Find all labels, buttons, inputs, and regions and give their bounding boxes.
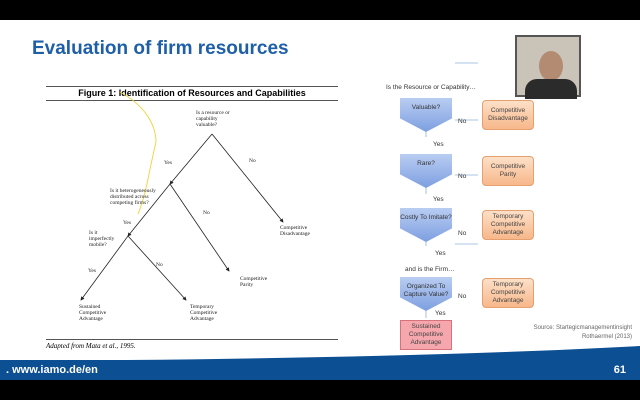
no-label: No xyxy=(203,210,210,216)
figure-caption: Adapted from Mata et al., 1995. xyxy=(46,342,136,350)
flow-mid-label: and is the Firm… xyxy=(405,266,455,273)
figure-title: Figure 1: Identification of Resources an… xyxy=(78,88,306,98)
webcam-video xyxy=(515,35,581,99)
no-label: No xyxy=(249,158,256,164)
no-label: No xyxy=(458,230,467,237)
outcome-disadvantage: Competitive Disadvantage xyxy=(280,225,310,237)
outcome-3: Temporary Competitive Advantage xyxy=(482,210,534,240)
outcome-2: Competitive Parity xyxy=(482,156,534,186)
question-3: Is it imperfectly mobile? xyxy=(89,230,115,248)
annotation-stroke xyxy=(119,91,157,215)
footer-url[interactable]: . www.iamo.de/en xyxy=(6,364,98,376)
footer-band xyxy=(0,360,640,380)
outcome-4: Temporary Competitive Advantage xyxy=(482,278,534,308)
question-1: Is a resource or capability valuable? xyxy=(196,110,230,128)
tree-lines xyxy=(80,91,284,301)
no-label: No xyxy=(156,262,163,268)
yes-label: Yes xyxy=(435,250,446,257)
yes-label: Yes xyxy=(435,310,446,317)
footer-wave xyxy=(0,346,640,362)
figure-decision-tree: Figure 1: Identification of Resources an… xyxy=(46,86,338,356)
no-label: No xyxy=(458,173,467,180)
yes-label: Yes xyxy=(164,160,173,166)
yes-label: Yes xyxy=(123,220,132,226)
yes-label: Yes xyxy=(88,268,97,274)
yes-label: Yes xyxy=(433,141,444,148)
outcome-sustained: Sustained Competitive Advantage xyxy=(400,320,452,350)
slide: Evaluation of firm resources Figure 1: I… xyxy=(0,20,640,380)
page-number: 61 xyxy=(613,364,626,376)
no-label: No xyxy=(458,118,467,125)
no-label: No xyxy=(458,293,467,300)
outcome-temporary: Temporary Competitive Advantage xyxy=(190,304,218,322)
question-2: Is it heterogeneously distributed across… xyxy=(110,188,156,206)
outcome-1: Competitive Disadvantage xyxy=(482,100,534,130)
yes-label: Yes xyxy=(433,196,444,203)
outcome-parity: Competitive Parity xyxy=(240,276,268,288)
slide-title: Evaluation of firm resources xyxy=(32,38,289,59)
flow-header: Is the Resource or Capability… xyxy=(386,84,476,91)
outcome-sustained: Sustained Competitive Advantage xyxy=(79,304,107,322)
